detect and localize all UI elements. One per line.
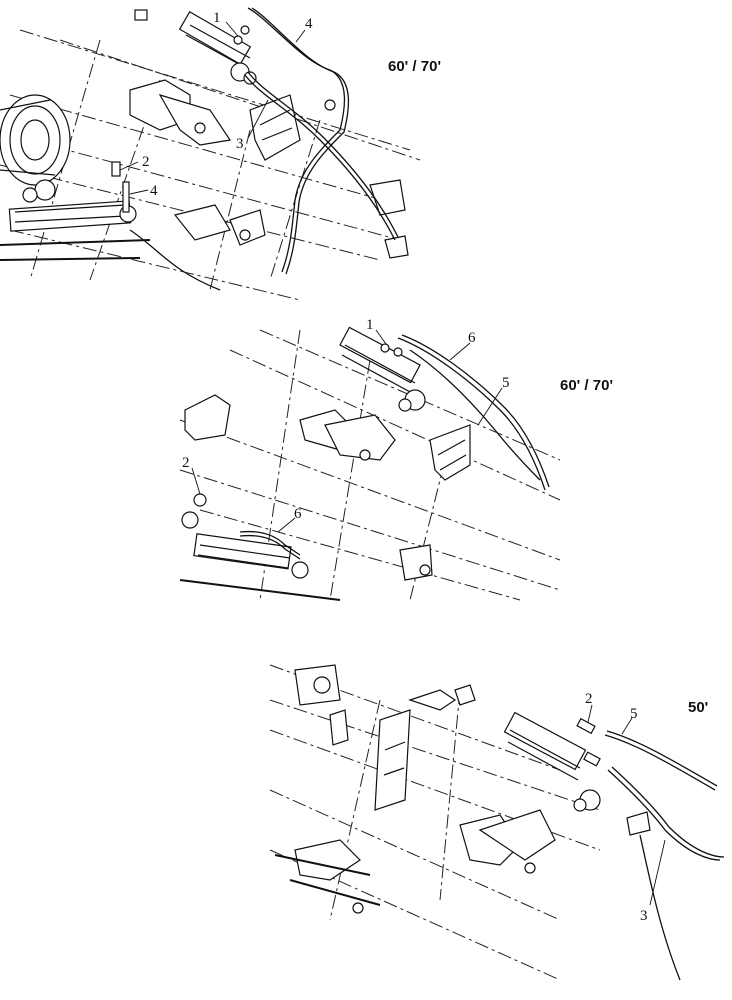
- callout-5: 5: [502, 375, 510, 391]
- view-2-frame: [179, 326, 561, 601]
- view-1-frame: [0, 9, 421, 301]
- view-3-hoses: [604, 730, 725, 981]
- view-3-title: 50': [688, 699, 708, 716]
- callout-3: 3: [640, 908, 648, 924]
- callout-1: 1: [213, 10, 221, 26]
- view-2-hoses: [239, 334, 550, 560]
- callout-5: 5: [630, 706, 638, 722]
- view-3: 2 5 3 50': [269, 664, 725, 981]
- view-1-callouts: 1 2 3 4 4: [119, 10, 313, 199]
- callout-4a: 4: [305, 16, 313, 32]
- callout-2: 2: [182, 455, 190, 471]
- callout-4b: 4: [150, 183, 158, 199]
- callout-6a: 6: [468, 330, 476, 346]
- view-2-title: 60' / 70': [560, 377, 613, 394]
- view-3-callouts: 2 5 3: [585, 691, 666, 924]
- callout-3: 3: [236, 136, 244, 152]
- callout-6b: 6: [294, 506, 302, 522]
- view-1: 1 2 3 4 4 60' / 70': [0, 7, 441, 301]
- view-1-title: 60' / 70': [388, 58, 441, 75]
- view-1-hoses: [129, 7, 399, 291]
- view-2-callouts: 1 2 5 6 6: [182, 317, 510, 533]
- callout-2: 2: [585, 691, 593, 707]
- callout-1: 1: [366, 317, 374, 333]
- view-2: 1 2 5 6 6 60' / 70': [179, 317, 613, 601]
- view-3-frame: [269, 664, 651, 981]
- callout-2: 2: [142, 154, 150, 170]
